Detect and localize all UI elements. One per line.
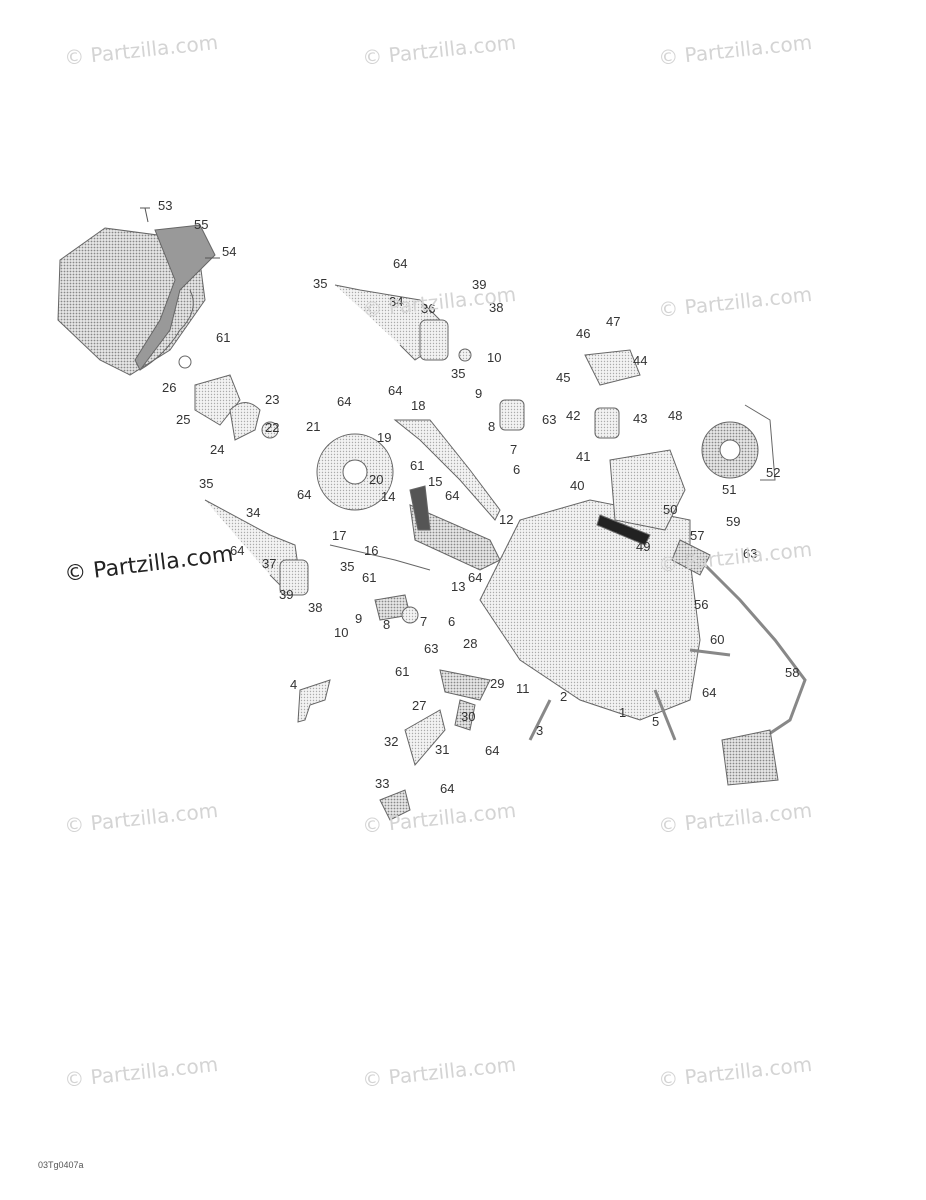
callout-label: 13 (451, 579, 466, 594)
drawing-code: 03Tg0407a (38, 1160, 84, 1170)
callout-label: 60 (710, 632, 725, 647)
callout-label: 59 (726, 514, 741, 529)
callout-label: 63 (424, 641, 439, 656)
callout-label: 8 (383, 617, 391, 632)
callout-label: 52 (766, 465, 781, 480)
callout-label: 12 (499, 512, 514, 527)
callout-label: 21 (306, 419, 321, 434)
callout-label: 42 (566, 408, 581, 423)
callout-label: 64 (230, 543, 245, 558)
callout-label: 64 (440, 781, 455, 796)
callout-label: 16 (364, 543, 379, 558)
callout-label: 35 (313, 276, 328, 291)
callout-label: 35 (340, 559, 355, 574)
callout-label: 39 (472, 277, 487, 292)
callout-label: 36 (421, 301, 436, 316)
callout-label: 55 (194, 217, 209, 232)
callout-label: 20 (369, 472, 384, 487)
callout-label: 1 (619, 705, 627, 720)
callout-label: 32 (384, 734, 399, 749)
callout-label: 4 (290, 677, 298, 692)
callout-label: 64 (702, 685, 717, 700)
callout-label: 27 (412, 698, 427, 713)
callout-label: 46 (576, 326, 591, 341)
callout-label: 23 (265, 392, 280, 407)
callout-label: 38 (308, 600, 323, 615)
callout-label: 37 (262, 556, 277, 571)
callout-label: 7 (420, 614, 428, 629)
callout-label: 34 (246, 505, 261, 520)
callout-label: 5 (652, 714, 660, 729)
callout-label: 29 (490, 676, 505, 691)
callout-label: 41 (576, 449, 591, 464)
callout-label: 31 (435, 742, 450, 757)
callout-label: 26 (162, 380, 177, 395)
callout-label: 8 (488, 419, 496, 434)
callout-label: 17 (332, 528, 347, 543)
callout-label: 40 (570, 478, 585, 493)
callout-label: 30 (461, 709, 476, 724)
callout-label: 58 (785, 665, 800, 680)
valve-cover (57, 227, 206, 376)
callout-label: 63 (743, 546, 758, 561)
callout-label: 56 (694, 597, 709, 612)
callout-label: 19 (377, 430, 392, 445)
callout-label: 61 (395, 664, 410, 679)
callout-label: 39 (279, 587, 294, 602)
callout-label: 24 (210, 442, 225, 457)
callout-label: 50 (663, 502, 678, 517)
callout-label: 64 (468, 570, 483, 585)
callout-label: 25 (176, 412, 191, 427)
callout-label: 47 (606, 314, 621, 329)
callout-label: 28 (463, 636, 478, 651)
callout-label: 6 (448, 614, 456, 629)
callout-label: 57 (690, 528, 705, 543)
callout-label: 2 (560, 689, 568, 704)
callout-label: 64 (297, 487, 312, 502)
callout-label: 48 (668, 408, 683, 423)
callout-label: 43 (633, 411, 648, 426)
callout-label: 51 (722, 482, 737, 497)
callout-label: 7 (510, 442, 518, 457)
callout-label: 53 (158, 198, 173, 213)
callout-label: 61 (362, 570, 377, 585)
callout-label: 44 (633, 353, 648, 368)
callout-label: 64 (388, 383, 403, 398)
callout-label: 9 (355, 611, 363, 626)
callout-label: 10 (487, 350, 502, 365)
callout-label: 49 (636, 539, 651, 554)
callout-label: 35 (451, 366, 466, 381)
callout-label: 63 (542, 412, 557, 427)
callout-label: 54 (222, 244, 237, 259)
callout-label: 61 (410, 458, 425, 473)
callout-label: 18 (411, 398, 426, 413)
callout-label: 64 (393, 256, 408, 271)
callout-label: 33 (375, 776, 390, 791)
callout-label: 6 (513, 462, 521, 477)
callout-label: 15 (428, 474, 443, 489)
callout-label: 9 (475, 386, 483, 401)
callout-label: 14 (381, 489, 396, 504)
callout-label: 35 (199, 476, 214, 491)
callout-label: 64 (337, 394, 352, 409)
callout-label: 10 (334, 625, 349, 640)
callout-label: 22 (265, 420, 280, 435)
callout-label: 11 (516, 681, 530, 696)
callout-label: 61 (216, 330, 231, 345)
callout-label: 45 (556, 370, 571, 385)
callout-label: 64 (445, 488, 460, 503)
callout-label: 64 (485, 743, 500, 758)
callout-label: 3 (536, 723, 544, 738)
callout-label: 38 (489, 300, 504, 315)
callout-label: 34 (389, 294, 404, 309)
